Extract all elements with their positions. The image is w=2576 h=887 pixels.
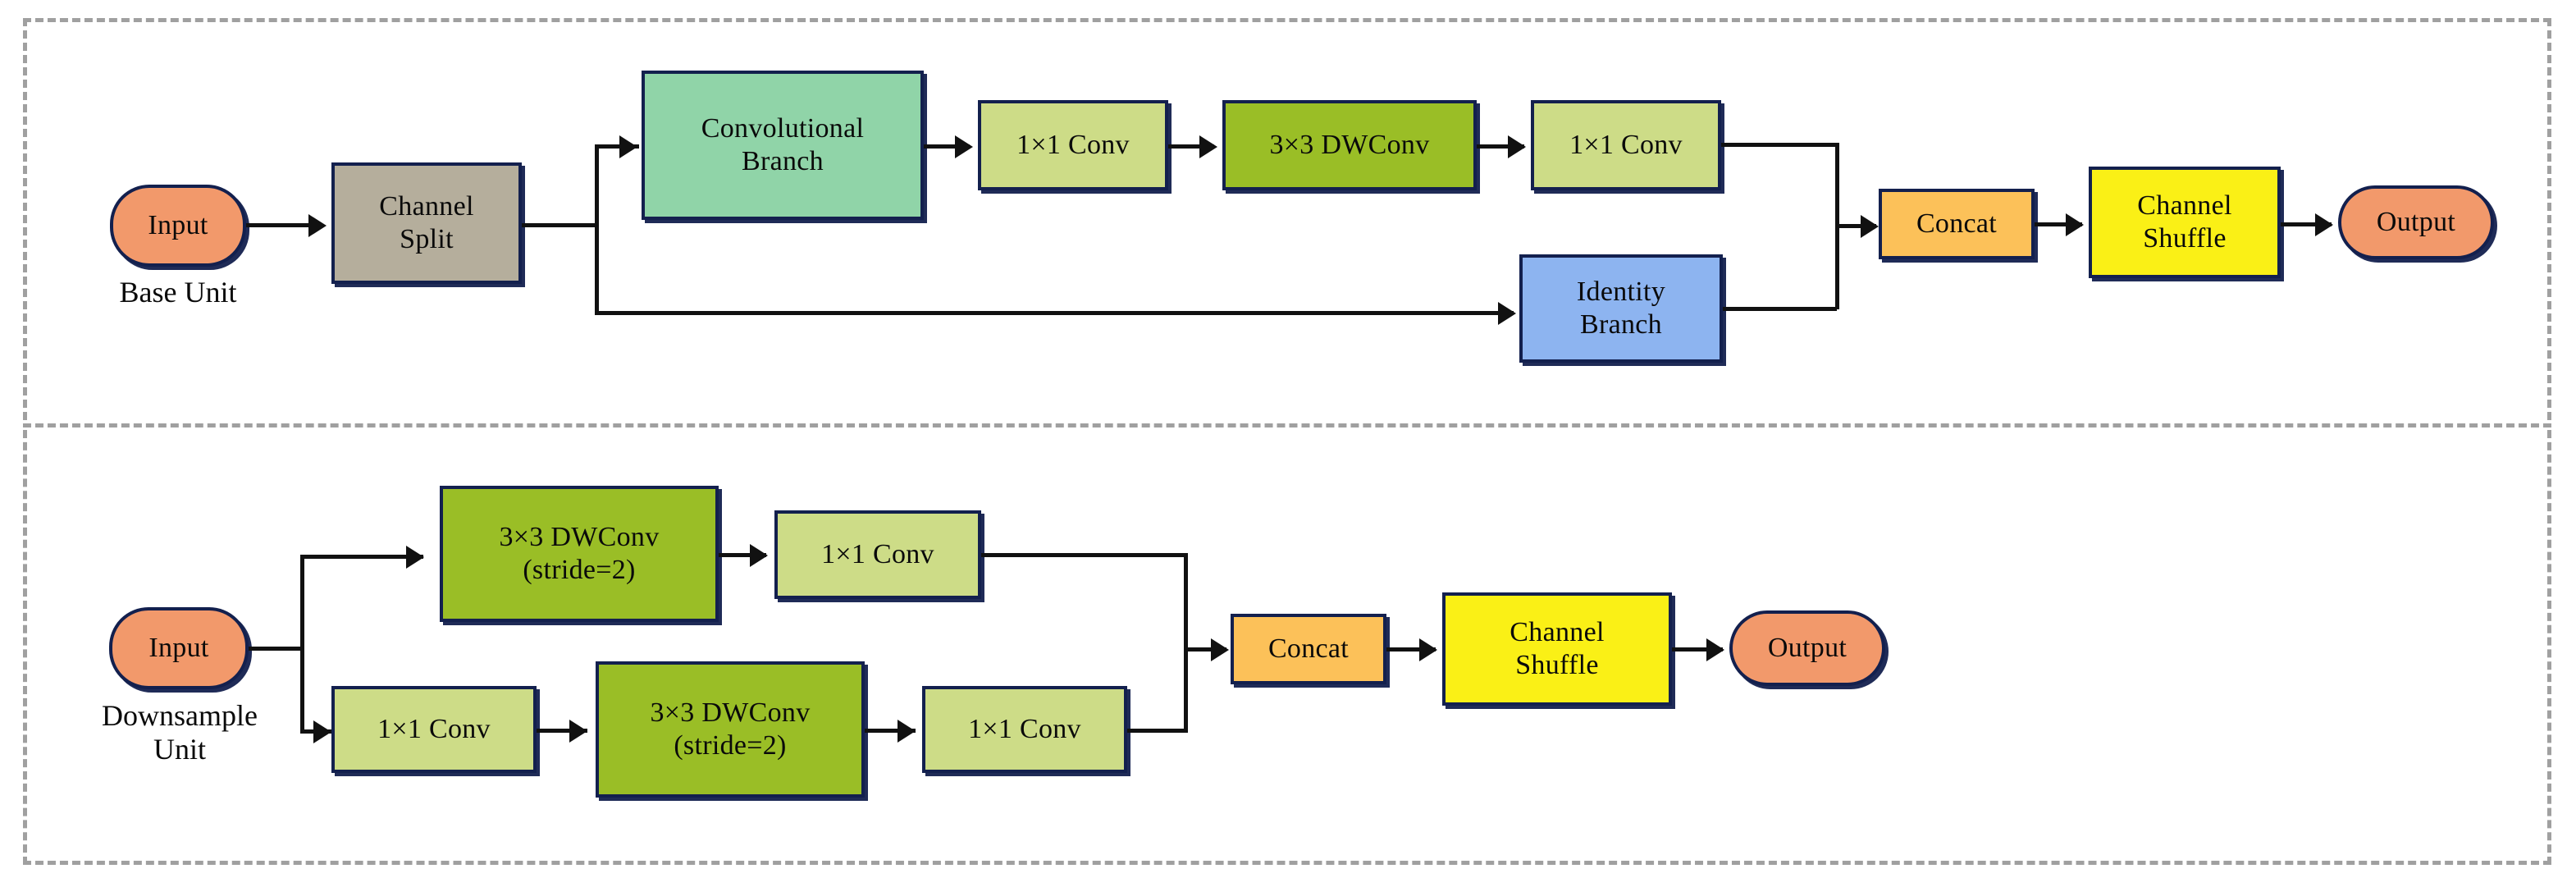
base-convolutional-branch-node[interactable]: Convolutional Branch (642, 71, 924, 220)
arrow-conv2-to-concat (1861, 215, 1879, 238)
base-input-node[interactable]: Input (110, 185, 246, 267)
edge-dwconv-to-conv2 (1477, 144, 1524, 149)
edge-concat-feed-top (1184, 647, 1226, 652)
edge-conv2-to-concat-h2 (1835, 224, 1876, 228)
unit-divider (23, 423, 2551, 427)
edge-concat-to-shuffle (2035, 222, 2082, 226)
edge-split-bus (595, 144, 599, 315)
downsample-unit-caption: Downsample Unit (102, 699, 258, 766)
arrow-dwconv-to-conv2 (1508, 135, 1526, 158)
arrow-shuffle-to-output (2315, 213, 2333, 236)
edge-input-to-split (246, 223, 310, 227)
edge-ds-shuffle-to-output (1672, 647, 1723, 652)
edge-convtop-to-concat-h (981, 553, 1188, 557)
edge-convbranch-to-conv1 (924, 144, 970, 149)
edge-split-to-identity (595, 311, 1514, 315)
base-conv1x1-a-node[interactable]: 1×1 Conv (978, 100, 1168, 190)
downsample-dwconv-bottom-node[interactable]: 3×3 DWConv (stride=2) (596, 661, 865, 798)
arrow-convbranch-to-conv1 (955, 135, 973, 158)
edge-split-to-convbranch (595, 144, 639, 149)
downsample-channel-shuffle-node[interactable]: Channel Shuffle (1442, 592, 1672, 706)
downsample-unit-frame (23, 430, 2551, 865)
base-channel-shuffle-node[interactable]: Channel Shuffle (2089, 167, 2281, 278)
arrow-ds-concat-to-shuffle (1419, 638, 1437, 661)
edge-conv2-to-concat-h1 (1721, 143, 1839, 147)
edge-convb-b-to-concat-h (1127, 729, 1185, 733)
base-dwconv3x3-node[interactable]: 3×3 DWConv (1222, 100, 1477, 190)
edge-shuffle-to-output (2281, 222, 2332, 226)
edge-conv1-to-dwconv (1168, 144, 1214, 149)
downsample-conv1x1-top-node[interactable]: 1×1 Conv (774, 510, 981, 599)
edge-convtop-to-concat-v (1184, 553, 1188, 650)
base-unit-caption: Base Unit (119, 276, 237, 309)
arrow-ds-shuffle-to-output (1706, 638, 1724, 661)
edge-identity-to-concat-h1 (1723, 307, 1837, 311)
arrow-concat-to-shuffle (2066, 213, 2084, 236)
arrow-dwconvbottom-to-convb-b (897, 720, 916, 743)
edge-ds-input-stub (249, 647, 303, 651)
base-conv1x1-b-node[interactable]: 1×1 Conv (1531, 100, 1721, 190)
downsample-dwconv-top-node[interactable]: 3×3 DWConv (stride=2) (440, 486, 719, 622)
arrow-split-to-identity (1498, 302, 1516, 325)
downsample-output-node[interactable]: Output (1729, 610, 1885, 686)
arrow-convb-a-to-dwconvbottom (569, 720, 587, 743)
arrow-ds-to-dwconv-top (406, 546, 424, 569)
arrow-conv1-to-dwconv (1199, 135, 1217, 158)
edge-dwconvbottom-to-convb-b (865, 729, 916, 733)
edge-dwconvtop-to-convtop (719, 553, 766, 557)
edge-ds-to-dwconv-top (300, 555, 423, 559)
downsample-conv1x1-bottom-a-node[interactable]: 1×1 Conv (331, 686, 537, 773)
edge-ds-concat-to-shuffle (1386, 647, 1436, 652)
edge-convb-b-to-concat-v (1184, 647, 1188, 733)
edge-split-stub (522, 223, 597, 227)
edge-identity-to-concat-v (1835, 224, 1839, 309)
base-channel-split-node[interactable]: Channel Split (331, 162, 522, 284)
arrow-split-to-convbranch (619, 135, 637, 158)
base-concat-node[interactable]: Concat (1879, 189, 2035, 259)
base-identity-branch-node[interactable]: Identity Branch (1519, 254, 1723, 363)
base-output-node[interactable]: Output (2338, 185, 2494, 259)
edge-conv2-to-concat-v (1835, 143, 1839, 228)
base-unit-frame (23, 18, 2551, 420)
downsample-concat-node[interactable]: Concat (1231, 614, 1386, 684)
arrow-top-into-concat (1211, 638, 1229, 661)
downsample-conv1x1-bottom-b-node[interactable]: 1×1 Conv (922, 686, 1127, 773)
edge-convb-a-to-dwconvbottom (537, 729, 587, 733)
arrow-ds-to-conv-bottom (313, 720, 331, 743)
downsample-input-node[interactable]: Input (109, 607, 249, 689)
arrow-dwconvtop-to-convtop (750, 544, 768, 567)
arrow-input-to-split (308, 214, 327, 237)
edge-ds-input-bus (300, 555, 304, 734)
